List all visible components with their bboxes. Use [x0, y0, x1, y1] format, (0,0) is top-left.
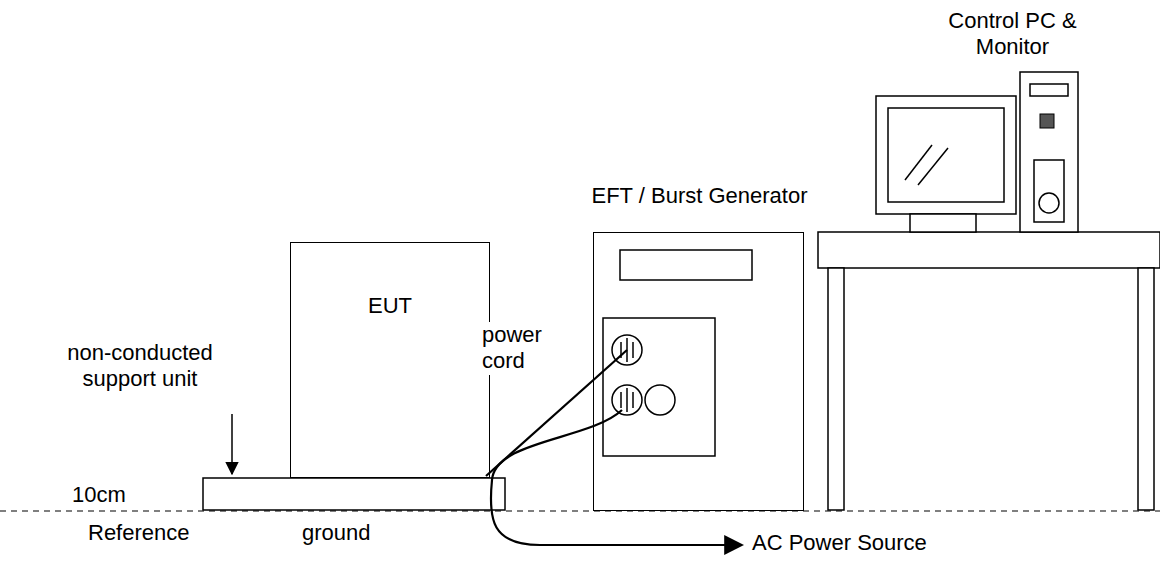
- ground-label: ground: [302, 520, 371, 546]
- table-leg: [1138, 268, 1154, 510]
- ground-label: Reference: [88, 520, 190, 546]
- support-unit: [203, 478, 505, 510]
- node-label: Control PC & Monitor: [938, 8, 1088, 61]
- monitor-stand: [910, 214, 976, 232]
- screen-glare: [905, 145, 932, 180]
- dimension: 10cm: [72, 482, 126, 508]
- knob: [645, 385, 675, 415]
- screen-glare: [918, 148, 948, 185]
- node-label: EFT / Burst Generator: [592, 183, 808, 209]
- pc-tower: [1020, 72, 1078, 232]
- socket: [612, 385, 642, 415]
- monitor-screen: [888, 108, 1004, 202]
- node-label: EUT: [291, 293, 489, 319]
- table-leg: [828, 268, 844, 510]
- monitor: [876, 96, 1016, 214]
- pc-grille: [1040, 114, 1054, 128]
- part-label: non-conducted support unit: [40, 340, 240, 393]
- leader-arrow: [231, 414, 233, 474]
- drive-slot: [1030, 84, 1068, 96]
- power-button: [1039, 193, 1059, 213]
- pc-bay: [1034, 160, 1064, 222]
- pc-station: Control PC & Monitor: [870, 8, 1085, 232]
- generator-display: [620, 250, 752, 280]
- eut-box: EUT: [290, 242, 490, 478]
- source-label: AC Power Source: [752, 530, 927, 556]
- table-top: [818, 232, 1160, 268]
- generator-panel: [603, 318, 715, 456]
- reference-ground-line: [0, 510, 1160, 511]
- generator-box: EFT / Burst Generator: [593, 232, 804, 511]
- edge-label: power cord: [482, 322, 546, 375]
- ac-cord: [491, 410, 742, 545]
